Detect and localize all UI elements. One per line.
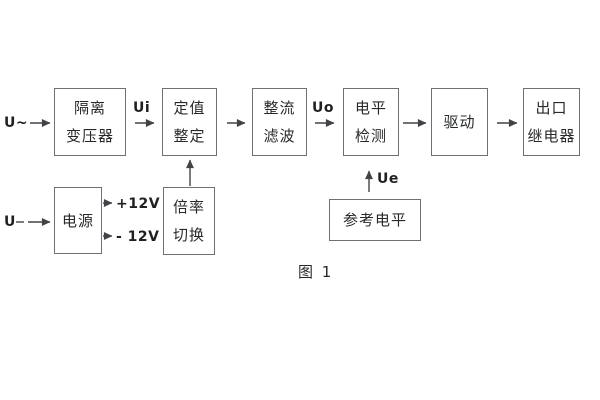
block-isolation-transformer: 隔离 变压器 [54,88,126,156]
block-label: 滤波 [263,127,296,145]
block-label: 参考电平 [342,211,407,229]
block-label: 驱动 [443,113,476,131]
block-rectify-filter: 整流 滤波 [252,88,307,156]
label-ui: Ui [133,100,151,116]
block-setpoint-adjust: 定值 整定 [162,88,217,156]
block-label: 定值 [173,99,206,117]
figure-caption: 图 1 [298,263,334,281]
block-label: 电源 [61,211,94,230]
block-label: 出口 [535,99,568,117]
label-plus-12v: +12V [116,196,161,212]
label-dc-input: U [4,214,16,230]
block-ratio-switch: 倍率 切换 [163,187,215,255]
block-output-relay: 出口 继电器 [523,88,580,156]
label-ac-input: U~ [4,115,29,131]
block-label: 倍率 [172,198,205,216]
label-ue: Ue [377,171,399,187]
block-label: 检测 [354,127,387,145]
label-minus-12v: - 12V [116,229,160,245]
label-uo: Uo [312,100,334,116]
block-label: 整定 [173,127,206,145]
block-reference-level: 参考电平 [329,199,421,241]
block-label: 变压器 [65,127,114,145]
block-label: 电平 [354,99,387,117]
block-label: 隔离 [73,99,106,117]
block-level-detect: 电平 检测 [343,88,399,156]
block-label: 整流 [263,99,296,117]
block-power-supply: 电源 [54,187,102,254]
block-label: 继电器 [527,127,576,145]
block-drive: 驱动 [431,88,488,156]
block-label: 切换 [172,226,205,244]
